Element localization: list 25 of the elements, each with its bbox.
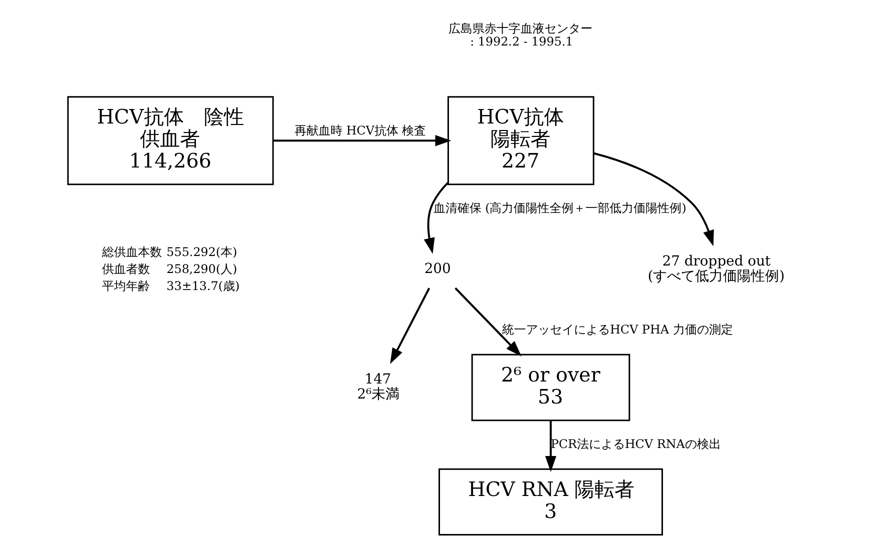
label: 258,290(人) [166,262,237,276]
node-box: 2⁶ or over 53 [470,354,630,422]
label: 総供血本数 [101,245,162,260]
label: 平均年齢 [101,279,150,294]
label: : 1992.2 - 1995.1 [470,34,573,49]
arrow [454,287,522,356]
arrow [272,135,451,146]
arrow [592,152,714,246]
edge-label: 血清確保 (高力価陽性全例＋一部低力価陽性例) [432,200,686,215]
label: 広島県赤十字血液センター [448,22,592,36]
label: 555.292(本) [166,245,237,260]
node-box: HCV RNA 陽転者 3 [438,468,662,536]
node-text: 27 dropped out (すべて低力価陽性例) [647,254,784,285]
edge-label: 統一アッセイによるHCV PHA 力価の測定 [501,322,732,336]
label: 供血者数 [101,262,150,276]
label: 33±13.7(歳) [166,279,240,294]
edge-label: 再献血時 HCV抗体 検査 [294,123,426,138]
node-box: HCV抗体 陰性 供血者 114,266 [66,96,274,186]
arrow [544,420,556,472]
edge-label: PCR法によるHCV RNAの検出 [550,436,720,451]
node-text: 200 [424,261,450,278]
node-text: 147 2⁶未満 [356,372,400,403]
node-box: HCV抗体 陽転者 227 [446,96,594,186]
arrow [423,182,448,254]
arrow [390,288,430,364]
